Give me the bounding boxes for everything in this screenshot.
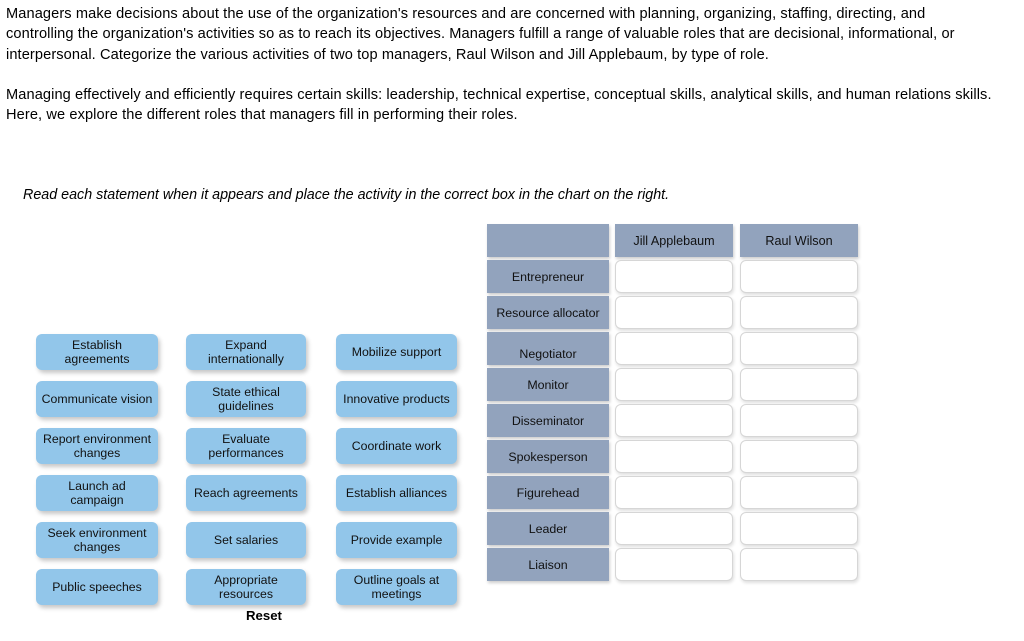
- matrix-drop-cell[interactable]: [615, 404, 733, 437]
- activity-tile[interactable]: Expand internationally: [186, 334, 306, 370]
- matrix-drop-cell[interactable]: [615, 332, 733, 365]
- activity-tile[interactable]: Launch ad campaign: [36, 475, 158, 511]
- matrix-drop-cell[interactable]: [740, 368, 858, 401]
- activity-tile[interactable]: Outline goals at meetings: [336, 569, 457, 605]
- intro-paragraph-2: Managing effectively and efficiently req…: [6, 86, 992, 124]
- matrix-row-label: Spokesperson: [487, 440, 609, 473]
- reset-button[interactable]: Reset: [246, 608, 282, 623]
- matrix-row-label: Monitor: [487, 368, 609, 401]
- matrix-drop-cell[interactable]: [740, 260, 858, 293]
- matrix-corner-cell: [487, 224, 609, 257]
- activity-tile[interactable]: Appropriate resources: [186, 569, 306, 605]
- activity-tile[interactable]: Provide example: [336, 522, 457, 558]
- activity-tile[interactable]: Coordinate work: [336, 428, 457, 464]
- activity-tile[interactable]: Communicate vision: [36, 381, 158, 417]
- matrix-drop-cell[interactable]: [615, 260, 733, 293]
- matrix-row-label: Liaison: [487, 548, 609, 581]
- activity-tile[interactable]: Set salaries: [186, 522, 306, 558]
- intro-paragraph-1: Managers make decisions about the use of…: [6, 6, 955, 63]
- matrix-drop-cell[interactable]: [740, 296, 858, 329]
- matrix-drop-cell[interactable]: [615, 548, 733, 581]
- matrix-column-header: Raul Wilson: [740, 224, 858, 257]
- matrix-drop-cell[interactable]: [615, 440, 733, 473]
- matrix-row-label: Leader: [487, 512, 609, 545]
- matrix-row-label: Figurehead: [487, 476, 609, 509]
- activity-tile[interactable]: Innovative products: [336, 381, 457, 417]
- activity-tile[interactable]: Reach agreements: [186, 475, 306, 511]
- activity-instruction: Read each statement when it appears and …: [23, 187, 670, 203]
- activity-tile[interactable]: Evaluate performances: [186, 428, 306, 464]
- matrix-drop-cell[interactable]: [740, 548, 858, 581]
- matrix-column-header: Jill Applebaum: [615, 224, 733, 257]
- activity-tile[interactable]: Mobilize support: [336, 334, 457, 370]
- activity-tile[interactable]: Public speeches: [36, 569, 158, 605]
- matrix-drop-cell[interactable]: [740, 476, 858, 509]
- matrix-row-label: Disseminator: [487, 404, 609, 437]
- matrix-drop-cell[interactable]: [615, 476, 733, 509]
- matrix-row-label: Resource allocator: [487, 296, 609, 329]
- activity-tile[interactable]: Seek environment changes: [36, 522, 158, 558]
- matrix-row-label: Entrepreneur: [487, 260, 609, 293]
- activity-tile[interactable]: State ethical guidelines: [186, 381, 306, 417]
- activity-tile[interactable]: Establish alliances: [336, 475, 457, 511]
- activity-tile[interactable]: Report environment changes: [36, 428, 158, 464]
- matrix-row-label: Negotiator: [487, 332, 609, 365]
- matrix-drop-cell[interactable]: [740, 440, 858, 473]
- matrix-drop-cell[interactable]: [615, 368, 733, 401]
- matrix-drop-cell[interactable]: [740, 332, 858, 365]
- matrix-drop-cell[interactable]: [615, 512, 733, 545]
- matrix-drop-cell[interactable]: [615, 296, 733, 329]
- activity-tile[interactable]: Establish agreements: [36, 334, 158, 370]
- matrix-drop-cell[interactable]: [740, 404, 858, 437]
- intro-text-block: Managers make decisions about the use of…: [6, 4, 996, 125]
- matrix-drop-cell[interactable]: [740, 512, 858, 545]
